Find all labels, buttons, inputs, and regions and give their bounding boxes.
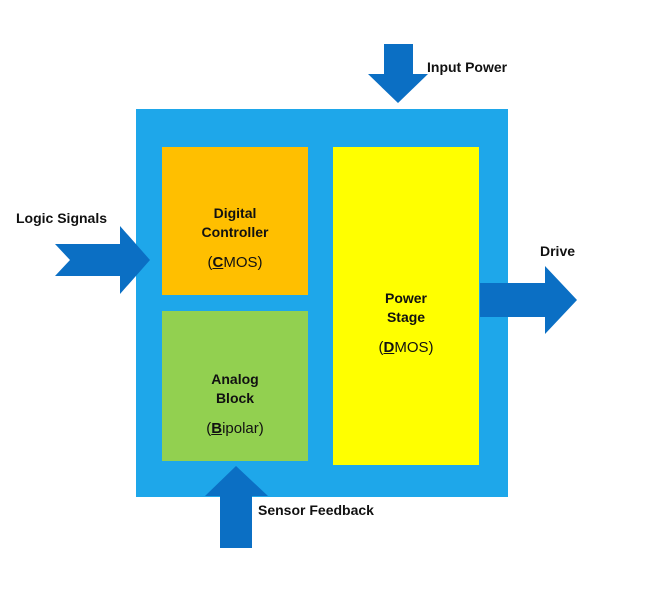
analog-block: Analog Block (Bipolar) xyxy=(162,311,308,461)
power-stage-technology: (DMOS) xyxy=(378,339,434,356)
power-stage-title-1: Power xyxy=(384,290,427,306)
digital-controller-title-1: Digital xyxy=(213,205,257,221)
input-power-label: Input Power xyxy=(427,59,508,75)
power-stage-block: Power Stage (DMOS) xyxy=(333,147,479,465)
drive-arrow-icon xyxy=(480,266,577,334)
logic-signals-label: Logic Signals xyxy=(16,210,108,226)
digital-controller-technology: (CMOS) xyxy=(207,254,263,271)
analog-block-title-1: Analog xyxy=(211,371,259,387)
analog-block-technology: (Bipolar) xyxy=(206,420,264,437)
digital-controller-block: Digital Controller (CMOS) xyxy=(162,147,308,295)
sensor-feedback-label: Sensor Feedback xyxy=(258,502,374,518)
drive-label: Drive xyxy=(540,243,576,259)
logic-signals-arrow-icon xyxy=(55,226,150,294)
digital-controller-title-2: Controller xyxy=(201,224,269,240)
analog-block-title-2: Block xyxy=(215,390,255,406)
input-power-arrow-icon xyxy=(368,44,428,103)
power-stage-title-2: Stage xyxy=(386,309,426,325)
sensor-feedback-arrow-icon xyxy=(205,466,268,548)
